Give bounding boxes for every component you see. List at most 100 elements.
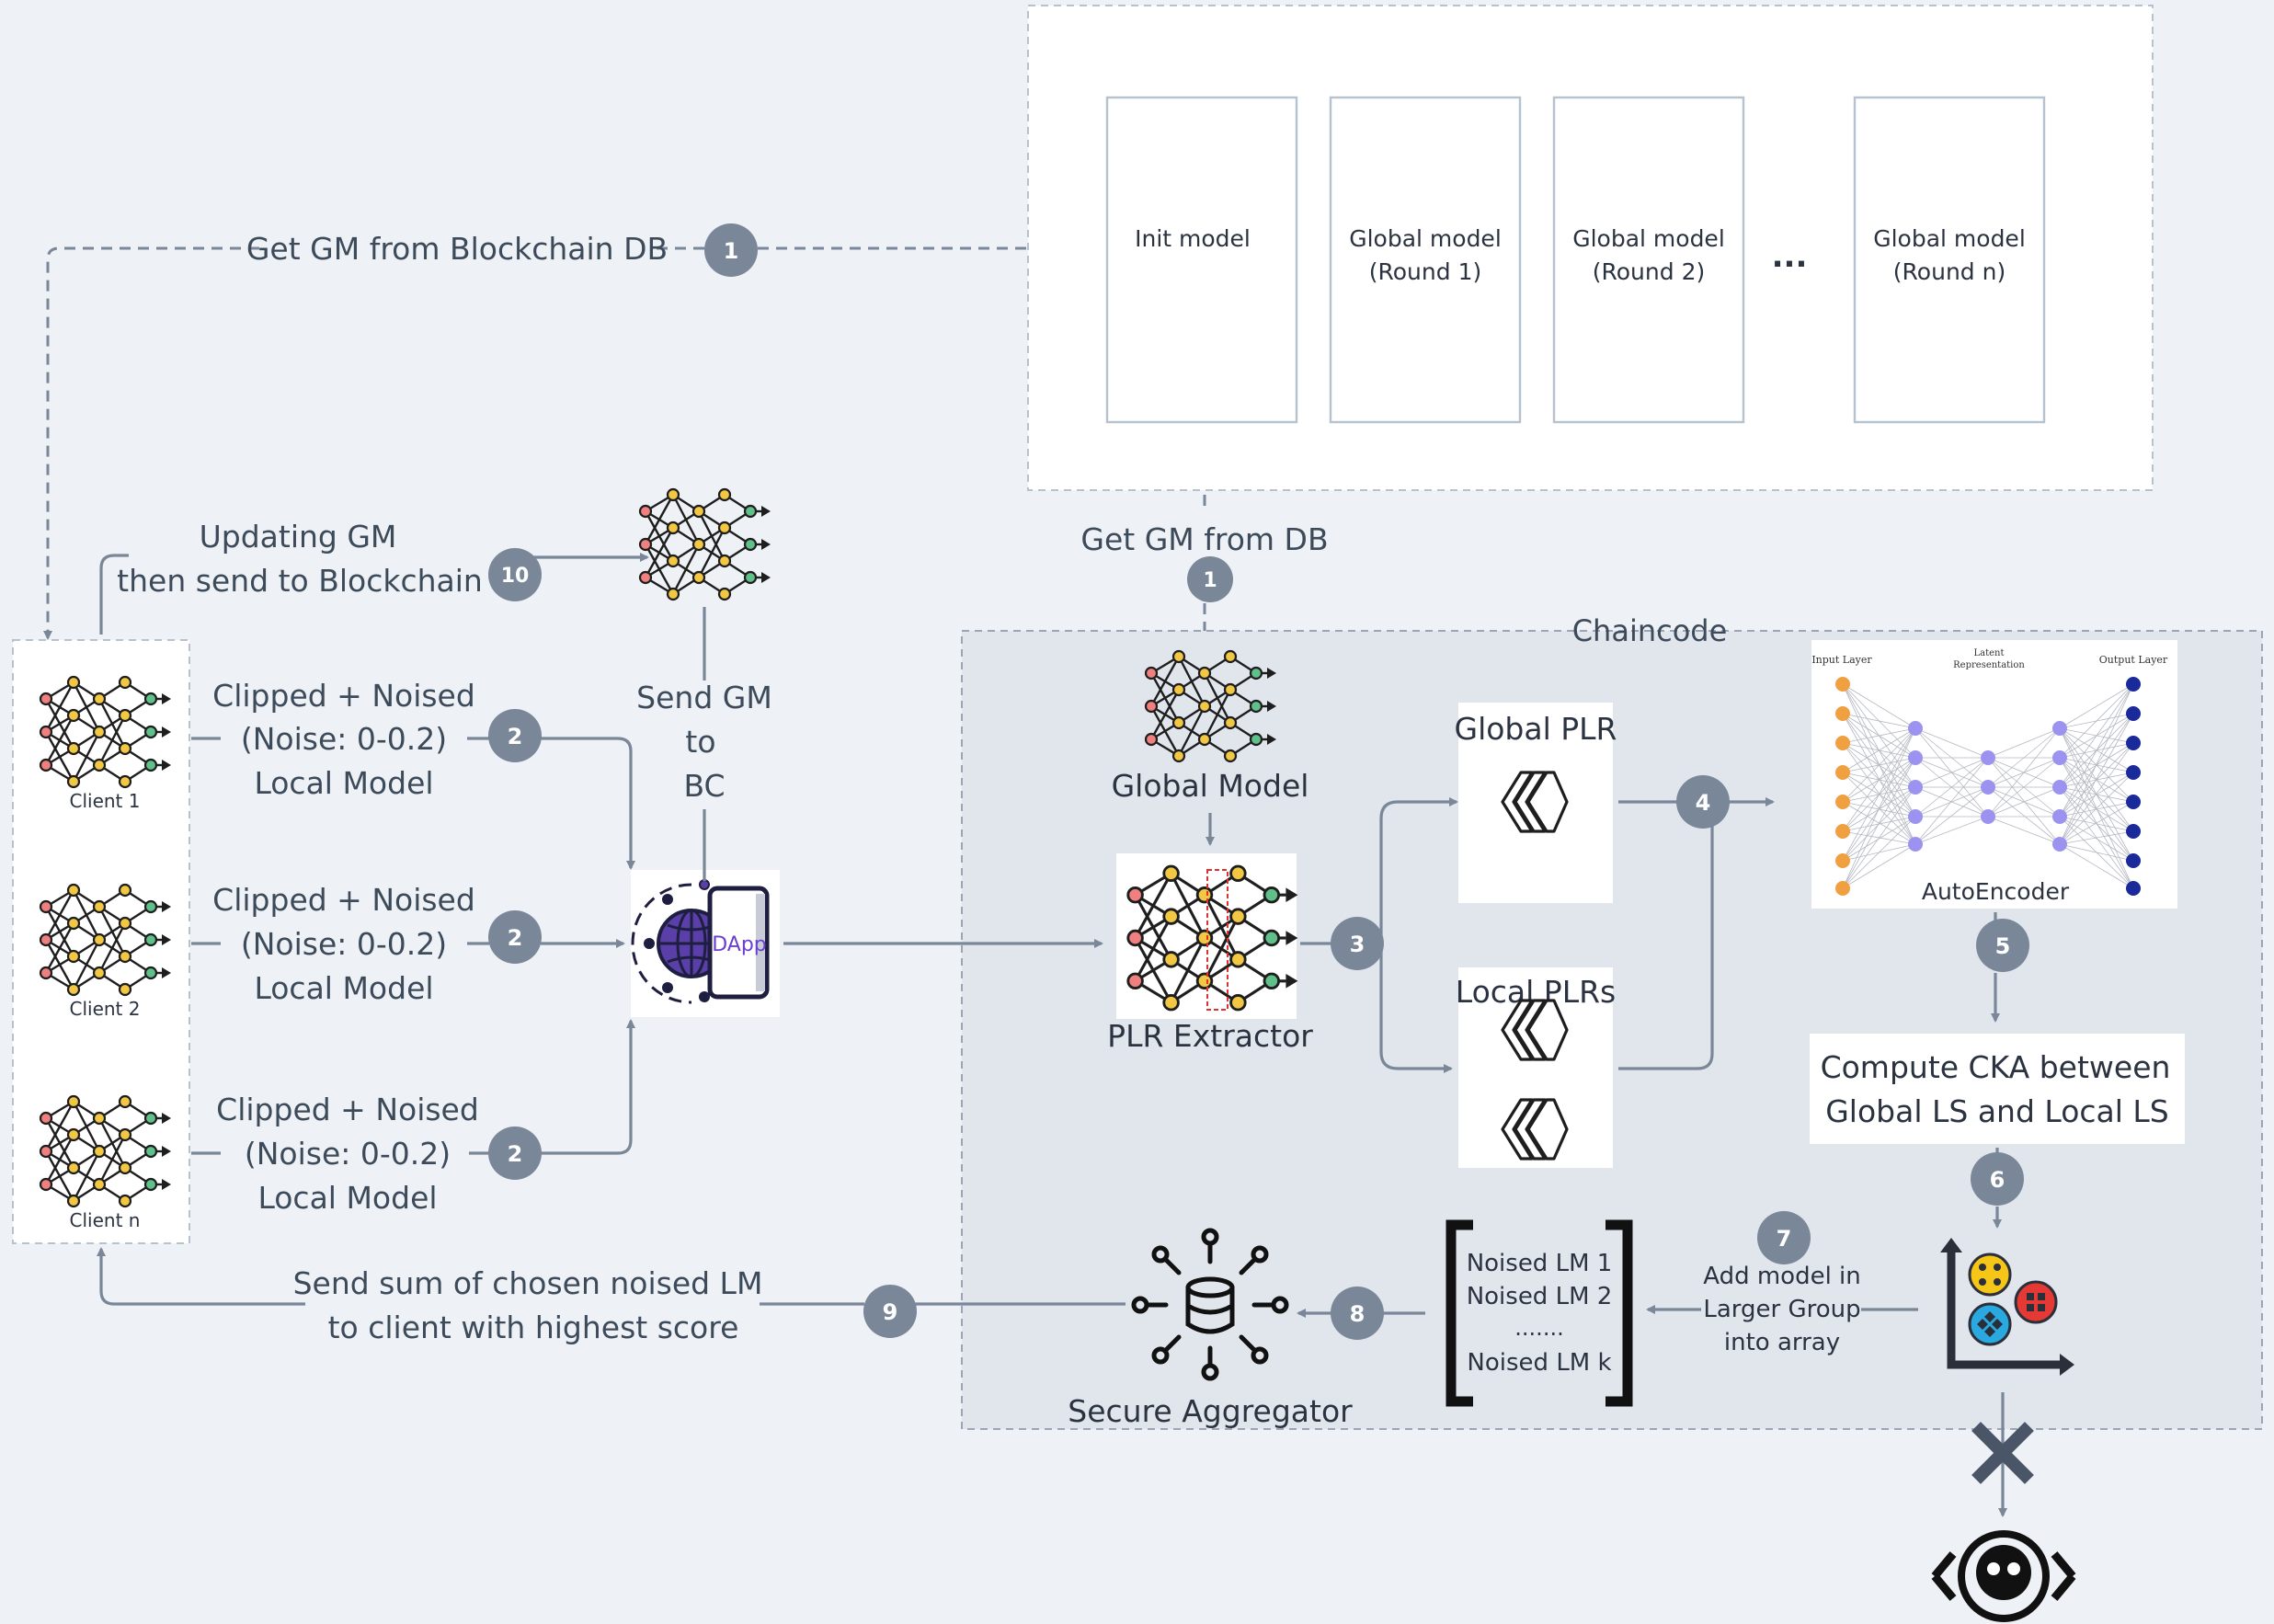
ae-edge xyxy=(1914,727,1989,759)
ae-hidden-node xyxy=(1908,721,1923,736)
client-n-text-3: Local Model xyxy=(257,1180,437,1216)
ae-input-node xyxy=(1835,881,1850,896)
top-link-line-left xyxy=(43,246,259,640)
client-1-text-1: Clipped + Noised xyxy=(212,678,475,714)
ae-edge xyxy=(2059,683,2134,759)
ae-input-node xyxy=(1835,795,1850,809)
step-badge-2-client-1: 2 xyxy=(488,709,542,762)
svg-text:2: 2 xyxy=(508,1141,523,1167)
ae-hidden-node xyxy=(1981,750,1995,765)
update-gm-text-1: Updating GM xyxy=(200,519,397,555)
db-model-label: Init model xyxy=(1135,225,1251,252)
ae-input-node xyxy=(1835,824,1850,839)
ae-input-node xyxy=(1835,706,1850,721)
step-badge-5: 5 xyxy=(1976,919,2029,972)
reject-x-icon xyxy=(1971,1422,2034,1484)
array-item-2: Noised LM 2 xyxy=(1467,1283,1613,1310)
ae-edge xyxy=(1987,816,2061,845)
ae-input-layer-label: Input Layer xyxy=(1811,654,1872,666)
ae-edge xyxy=(1842,713,1916,729)
svg-text:3: 3 xyxy=(1350,932,1366,957)
update-gm-text-2: then send to Blockchain xyxy=(117,563,483,599)
update-gm-line-left xyxy=(99,554,129,635)
step-badge-6: 6 xyxy=(1971,1152,2024,1206)
svg-text:2: 2 xyxy=(508,925,523,951)
ae-representation-label: Representation xyxy=(1953,660,2025,670)
ae-edge xyxy=(1842,727,1916,832)
plr-extractor-label: PLR Extractor xyxy=(1107,1018,1313,1054)
ae-edge xyxy=(2059,772,2134,845)
secure-aggregator-icon xyxy=(1131,1228,1289,1381)
group-line-1: Add model in xyxy=(1703,1263,1861,1290)
ae-output-node xyxy=(2126,736,2141,750)
ae-edge xyxy=(2059,801,2134,818)
svg-text:1: 1 xyxy=(1203,569,1217,592)
step-badge-2-client-n: 2 xyxy=(488,1127,542,1180)
ae-output-layer-label: Output Layer xyxy=(2099,654,2168,666)
send-gm-text-1: Send GM xyxy=(636,680,772,715)
ae-edge xyxy=(1987,786,2061,818)
secure-aggregator-label: Secure Aggregator xyxy=(1068,1393,1353,1429)
client-n-to-dapp-arrow xyxy=(541,1019,635,1155)
return-to-client-arrow xyxy=(97,1247,305,1306)
client-1-to-dapp-arrow xyxy=(541,737,635,870)
cka-line-1: Compute CKA between xyxy=(1821,1049,2171,1085)
ae-hidden-node xyxy=(1908,780,1923,795)
ae-edge xyxy=(1842,727,1916,744)
db-ellipsis: ... xyxy=(1772,238,1808,275)
ae-edge xyxy=(1842,757,1916,889)
svg-text:10: 10 xyxy=(501,565,530,588)
ae-edge xyxy=(1914,786,1989,818)
ae-output-node xyxy=(2126,853,2141,868)
ae-edge xyxy=(2059,683,2134,729)
ae-hidden-node xyxy=(2052,809,2067,824)
step-badge-8: 8 xyxy=(1331,1287,1384,1340)
ae-hidden-node xyxy=(1981,809,1995,824)
ae-output-node xyxy=(2126,824,2141,839)
db-model-label: Global model xyxy=(1349,225,1502,252)
ae-edge xyxy=(1842,727,1916,803)
noised-lm-array: Noised LM 1 Noised LM 2 ....... Noised L… xyxy=(1446,1219,1633,1407)
step-badge-7: 7 xyxy=(1757,1211,1811,1264)
ae-edge xyxy=(1842,683,1916,729)
ae-edge xyxy=(1914,786,1989,845)
autoencoder-label: AutoEncoder xyxy=(1922,878,2070,905)
ae-hidden-node xyxy=(2052,837,2067,852)
ae-edge xyxy=(2059,713,2134,845)
ae-hidden-node xyxy=(2052,721,2067,736)
ae-edge xyxy=(2059,713,2134,818)
ae-input-node xyxy=(1835,765,1850,780)
svg-text:2: 2 xyxy=(508,724,523,749)
ae-hidden-node xyxy=(1981,780,1995,795)
plr-extractor-highlight xyxy=(1206,869,1228,1011)
ae-edge xyxy=(2059,801,2134,845)
client-n-text-2: (Noise: 0-0.2) xyxy=(245,1136,451,1172)
client-2-text-1: Clipped + Noised xyxy=(212,882,475,918)
svg-text:6: 6 xyxy=(1990,1167,2005,1193)
ae-edge xyxy=(1987,727,2061,759)
local-plrs-to-step4-line xyxy=(1618,802,1714,1070)
group-line-2: Larger Group xyxy=(1703,1296,1860,1323)
ae-edge xyxy=(2059,843,2134,862)
cka-box xyxy=(1810,1034,2185,1144)
step-badge-10: 10 xyxy=(488,548,542,601)
ae-edge xyxy=(2059,816,2134,862)
ae-edge xyxy=(1987,757,2061,818)
split-to-global-plr-arrow xyxy=(1379,797,1458,944)
global-plr-label: Global PLR xyxy=(1455,711,1617,747)
ae-edge xyxy=(1987,786,2061,845)
db-model-round: (Round 2) xyxy=(1593,258,1705,285)
svg-text:9: 9 xyxy=(883,1299,898,1325)
ae-edge xyxy=(1842,727,1916,773)
ae-edge xyxy=(2059,843,2134,889)
svg-text:7: 7 xyxy=(1777,1226,1792,1252)
ae-input-node xyxy=(1835,853,1850,868)
client-1-label: Client 1 xyxy=(70,790,141,812)
ae-edge xyxy=(1842,816,1916,862)
split-to-local-plrs-arrow xyxy=(1379,944,1453,1073)
ae-edge xyxy=(1914,757,1989,788)
ae-latent-label: Latent xyxy=(1974,648,2005,658)
array-item-1: Noised LM 1 xyxy=(1467,1250,1613,1277)
ae-edge xyxy=(1842,727,1916,889)
